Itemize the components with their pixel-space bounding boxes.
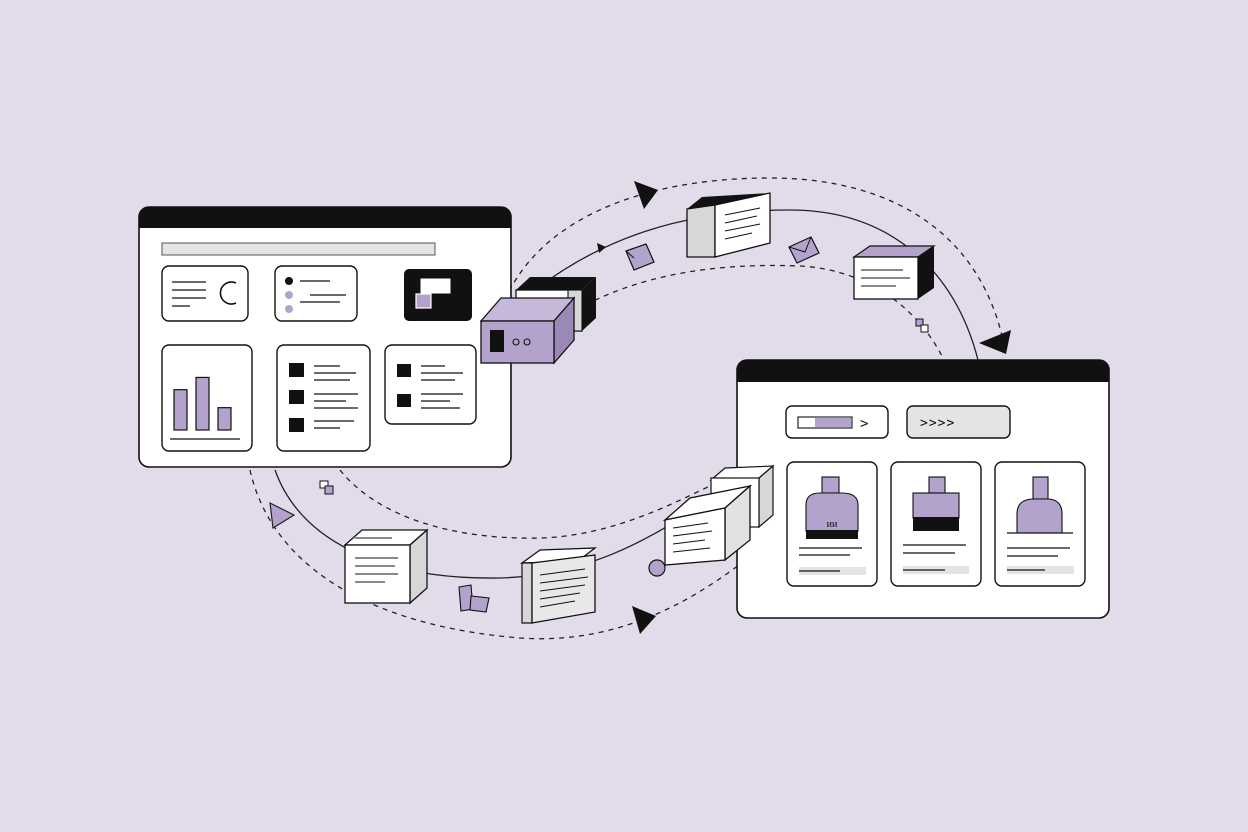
triangle-arrow-icon [979, 330, 1011, 354]
widget-checklist [276, 344, 371, 452]
target-window-titlebar [737, 360, 1109, 382]
bar-chart-bar [173, 389, 188, 431]
product-card[interactable] [890, 461, 982, 587]
widget-bar-chart [161, 344, 253, 452]
widget-checklist [384, 344, 477, 425]
triangle-arrow-icon [634, 181, 658, 209]
document-box-icon [343, 528, 429, 605]
bottle-icon [1016, 476, 1063, 534]
source-window-titlebar [139, 207, 511, 228]
node-dot-icon [648, 559, 666, 577]
small-cube-icon [319, 480, 334, 495]
bar-chart-bar [217, 407, 232, 431]
widget-bullet-list [274, 265, 358, 322]
dashed-path-lower-inner [339, 469, 713, 539]
small-cube-icon [458, 584, 490, 613]
widget-text-ring [161, 265, 249, 322]
document-box-icon [519, 547, 598, 624]
document-box-icon [852, 245, 936, 300]
floating-fragments [319, 236, 929, 613]
triangle-arrow-icon [269, 501, 296, 530]
triangle-arrow-icon [632, 606, 656, 634]
progress-fill [815, 418, 851, 427]
product-card[interactable]: ᴎᴎ [786, 461, 878, 587]
document-box-icon [662, 464, 775, 566]
bottle-icon [912, 476, 960, 531]
bottle-icon [805, 476, 859, 539]
product-card[interactable] [994, 461, 1086, 587]
chevron-right-icon: >>>> [920, 416, 955, 431]
source-window [138, 206, 512, 468]
chevron-right-icon: > [860, 416, 868, 432]
envelope-icon [788, 236, 820, 264]
dashed-path-upper-outer [504, 177, 1006, 351]
small-arrow-icon [597, 243, 606, 253]
forward-button[interactable]: >>>> [906, 405, 1011, 439]
dashed-path-lower-outer [249, 469, 771, 640]
ring-icon [219, 281, 237, 305]
product-label: ᴎᴎ [827, 519, 838, 530]
dashed-path-upper-inner [559, 264, 946, 363]
progress-next-button[interactable]: > [785, 405, 889, 439]
small-cube-icon [625, 243, 655, 271]
bar-chart-bar [195, 376, 210, 431]
target-window: > >>>> ᴎᴎ [736, 359, 1110, 619]
widget-dark-thumbnail [404, 269, 472, 321]
document-box-icon [686, 192, 771, 258]
search-bar[interactable] [161, 242, 436, 256]
solid-path-lower [274, 469, 716, 579]
device-box-icon [479, 296, 576, 365]
bar-chart-bars [173, 376, 232, 431]
small-cube-icon [915, 318, 929, 333]
